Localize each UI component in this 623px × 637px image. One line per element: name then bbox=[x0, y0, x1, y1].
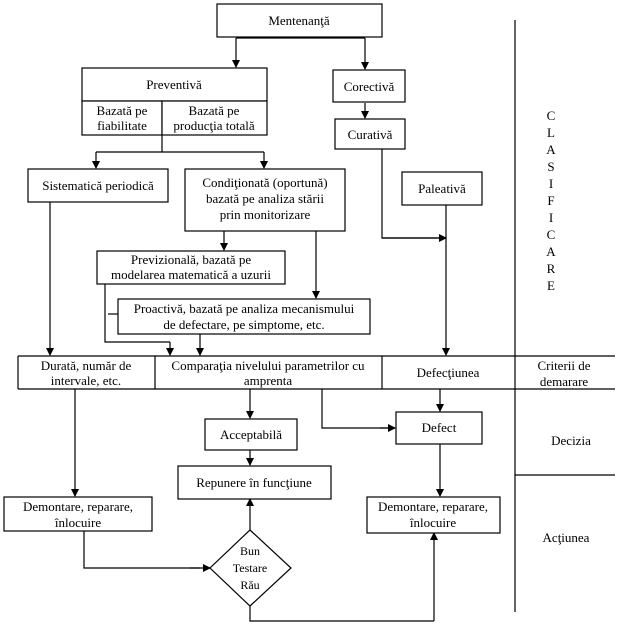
box-demontare-left bbox=[3, 496, 153, 532]
label-demontare-left-l1: Demontare, reparare, bbox=[23, 499, 133, 514]
box-sistematica bbox=[27, 168, 169, 203]
label-sistematica: Sistematică periodică bbox=[42, 178, 154, 193]
box-curativa bbox=[334, 118, 406, 150]
label-comparatia-l1: Comparaţia nivelului parametrilor cu bbox=[171, 358, 365, 373]
label-productie-l1: Bazată pe bbox=[189, 103, 240, 118]
clasificare-letter: S bbox=[547, 159, 554, 174]
clasificare-letter: C bbox=[547, 108, 556, 123]
label-decision-testare: Testare bbox=[233, 561, 267, 575]
label-conditionata-l3: prin monitorizare bbox=[220, 207, 311, 222]
clasificare-letter: A bbox=[546, 142, 556, 157]
label-defect: Defect bbox=[422, 420, 457, 435]
label-demontare-left-l2: înlocuire bbox=[54, 515, 101, 530]
label-curativa: Curativă bbox=[348, 127, 393, 142]
box-proactiva bbox=[117, 298, 371, 335]
clasificare-letter: L bbox=[547, 125, 555, 140]
label-preventiva: Preventivă bbox=[146, 77, 202, 92]
clasificare-letter: A bbox=[546, 244, 556, 259]
label-fiabilitate-l1: Bazată pe bbox=[97, 103, 148, 118]
box-repunere bbox=[177, 465, 332, 500]
box-previzionala bbox=[96, 250, 286, 285]
box-demontare-right bbox=[366, 496, 501, 534]
label-repunere: Repunere în funcţiune bbox=[196, 475, 312, 490]
label-acceptabila: Acceptabilă bbox=[220, 427, 282, 442]
label-proactiva-l2: de defectare, pe simptome, etc. bbox=[163, 317, 324, 332]
decision-diamond-testare bbox=[209, 529, 292, 607]
label-comparatia-l2: amprenta bbox=[244, 373, 293, 388]
connector-demontare-to-testare bbox=[83, 531, 200, 569]
label-paleativa: Paleativă bbox=[418, 181, 466, 196]
label-decision-rau: Rău bbox=[240, 578, 259, 592]
label-proactiva-l1: Proactivă, bazată pe analiza mecanismulu… bbox=[134, 301, 355, 316]
label-previzionala-l1: Previzională, bazată pe bbox=[131, 252, 251, 267]
clasificare-letter: C bbox=[547, 227, 556, 242]
connector-testare-to-demontare-right bbox=[249, 606, 434, 622]
box-acceptabila bbox=[204, 418, 298, 451]
clasificare-letter: F bbox=[547, 193, 554, 208]
label-productie-l2: producţia totală bbox=[173, 118, 254, 133]
box-paleativa bbox=[401, 171, 483, 206]
label-criterii-l1: Criterii de bbox=[537, 358, 590, 373]
label-durata-l2: intervale, etc. bbox=[51, 373, 121, 388]
label-previzionala-l2: modelarea matematică a uzurii bbox=[111, 267, 271, 282]
box-preventiva bbox=[81, 67, 268, 102]
box-corectiva bbox=[332, 69, 406, 103]
box-defect bbox=[395, 411, 483, 445]
label-defectiunea: Defecţiunea bbox=[417, 365, 480, 380]
clasificare-letter: I bbox=[549, 210, 553, 225]
box-productie bbox=[161, 100, 268, 136]
label-mentenanta: Mentenanţă bbox=[268, 13, 330, 28]
clasificare-letter: E bbox=[547, 278, 555, 293]
label-fiabilitate-l2: fiabilitate bbox=[97, 118, 147, 133]
box-mentenanta bbox=[216, 3, 383, 38]
clasificare-vertical-label: C L A S I F I C A R E bbox=[546, 108, 556, 293]
label-corectiva: Corectivă bbox=[344, 79, 395, 94]
label-criterii-l2: demarare bbox=[540, 374, 589, 389]
label-durata-l1: Durată, număr de bbox=[41, 358, 132, 373]
label-decision-bun: Bun bbox=[240, 544, 260, 558]
connector-previzionala-down bbox=[104, 284, 170, 343]
box-fiabilitate bbox=[81, 100, 163, 136]
label-actiunea: Acţiunea bbox=[543, 530, 590, 545]
box-conditionata bbox=[184, 168, 346, 232]
label-demontare-right-l1: Demontare, reparare, bbox=[378, 499, 488, 514]
clasificare-letter: I bbox=[549, 176, 553, 191]
clasificare-letter: R bbox=[547, 261, 556, 276]
label-conditionata-l1: Condiţionată (oportună) bbox=[202, 175, 327, 190]
label-decizia: Decizia bbox=[551, 433, 591, 448]
label-conditionata-l2: bazată pe analiza stării bbox=[206, 191, 324, 206]
connector-comparatia-to-defect bbox=[321, 389, 395, 429]
label-demontare-right-l2: înlocuire bbox=[409, 515, 456, 530]
